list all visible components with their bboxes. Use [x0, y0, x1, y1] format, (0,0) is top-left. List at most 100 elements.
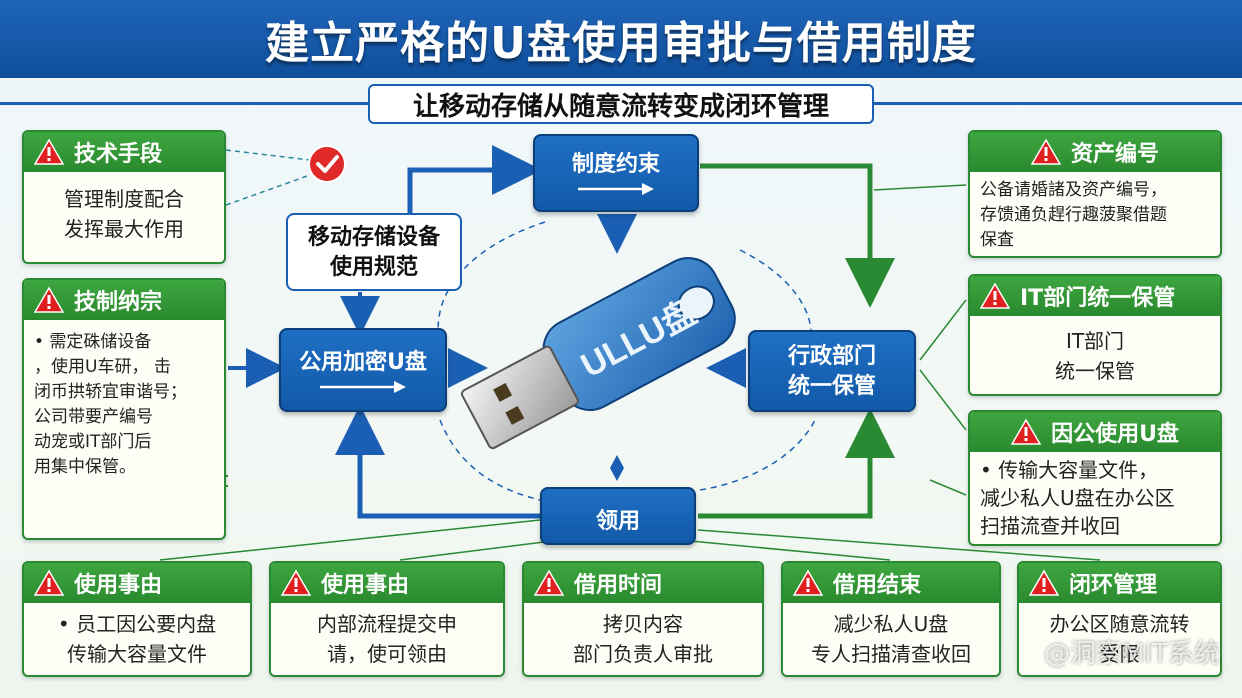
card-bottom-4-title: 借用结束	[833, 573, 922, 598]
card-left-1-body: 管理制度配合 发挥最大作用	[24, 172, 224, 250]
card-right-3: 因公使用U盘 • 传输大容量文件， 减少私人U盘在办公区 扫描流查并收回	[968, 410, 1222, 546]
dash-curve-bottom	[439, 419, 541, 501]
card-bottom-2: 使用事由 内部流程提交申 请，使可领由	[269, 561, 505, 677]
card-bottom-4: 借用结束 减少私人U盘 专人扫描清查收回	[781, 561, 1001, 677]
card-right-2: IT部门统一保管 IT部门 统一保管	[968, 274, 1222, 396]
line-bottom-1	[159, 519, 541, 561]
box-gongyong: 公用加密U盘	[279, 328, 447, 412]
card-right-3-line-3: 扫描流查并收回	[980, 514, 1120, 538]
card-left-1-title: 技术手段	[74, 142, 163, 167]
card-left-2-title: 技制纳宗	[74, 290, 163, 315]
card-bottom-1-title: 使用事由	[74, 573, 163, 598]
line-bottom-2	[399, 539, 561, 561]
card-bottom-3-title: 借用时间	[574, 573, 663, 598]
card-left-2-line-5: 动宠或IT部门后	[34, 432, 152, 452]
warning-triangle-icon	[34, 286, 64, 313]
card-bottom-3-header: 借用时间	[524, 563, 762, 603]
card-bottom-5-header: 闭环管理	[1019, 563, 1220, 603]
card-bottom-2-line-2: 请，使可领由	[327, 642, 447, 666]
card-right-3-body: • 传输大容量文件， 减少私人U盘在办公区 扫描流查并收回	[970, 452, 1220, 544]
subtitle-line-right	[872, 102, 1242, 105]
warning-triangle-icon	[34, 569, 64, 596]
box-lingyong-label: 领用	[595, 509, 640, 534]
card-right-2-line-2: 统一保管	[1055, 359, 1135, 383]
card-left-1-line-1: 管理制度配合	[64, 187, 184, 211]
card-bottom-3-line-1: 拷贝内容	[603, 612, 683, 636]
warning-triangle-icon	[281, 569, 311, 596]
card-left-1-header: 技术手段	[24, 132, 224, 172]
box-lingyong: 领用	[540, 487, 696, 545]
warning-triangle-icon	[1030, 138, 1061, 165]
line-right-1	[873, 184, 967, 191]
warning-triangle-icon	[34, 138, 64, 165]
arrow-guifan-zhidu	[407, 145, 542, 215]
watermark: @洞察MIT系统	[1044, 639, 1220, 669]
box-zhidu: 制度约束	[533, 134, 699, 212]
card-bottom-4-header: 借用结束	[783, 563, 999, 603]
card-left-2-line-6: 用集中保管。	[34, 457, 136, 477]
card-bottom-2-header: 使用事由	[271, 563, 503, 603]
card-bottom-5: 闭环管理 办公区随意流转 受限	[1017, 561, 1222, 677]
check-circle-icon	[308, 145, 346, 183]
right-arrow-icon	[578, 183, 654, 195]
card-bottom-2-body: 内部流程提交申 请，使可领由	[271, 603, 503, 675]
dash-line-1	[225, 149, 311, 161]
box-zhidu-label: 制度约束	[571, 152, 660, 177]
box-guifan: 移动存储设备 使用规范	[286, 213, 462, 291]
card-right-1-line-1: 公备请婚諸及资产编号，	[980, 180, 1167, 200]
card-bottom-4-line-2: 专人扫描清查收回	[811, 642, 971, 666]
box-gongyong-label: 公用加密U盘	[299, 350, 427, 375]
card-left-2: 技制纳宗 • 需定硃储设备 ，使用U车研， 击 闭币拱轿宜审谐号； 公司带要产编…	[22, 278, 226, 540]
card-bottom-1: 使用事由 • 员工因公要内盘 传输大容量文件	[22, 561, 252, 677]
card-right-1: 资产编号 公备请婚諸及资产编号， 存馈通负趕行趣菠聚借题 保査	[968, 130, 1222, 258]
card-bottom-5-title: 闭环管理	[1069, 573, 1158, 598]
card-left-2-line-1: • 需定硃储设备	[34, 332, 152, 352]
arrow-lingyong-gongyong	[335, 405, 540, 519]
card-bottom-2-title: 使用事由	[321, 573, 410, 598]
card-bottom-4-line-1: 减少私人U盘	[833, 612, 949, 636]
diamond-lingyong	[610, 455, 624, 481]
card-right-1-title: 资产编号	[1070, 142, 1159, 167]
subtitle-line-left	[0, 102, 370, 105]
box-guifan-line-1: 移动存储设备	[307, 225, 440, 250]
card-bottom-3: 借用时间 拷贝内容 部门负责人审批	[522, 561, 764, 677]
dash-curve-bottom-right	[699, 419, 816, 491]
line-right-3	[919, 369, 967, 431]
card-left-2-line-4: 公司带要产编号	[34, 407, 153, 427]
card-left-2-body: • 需定硃储设备 ，使用U车研， 击 闭币拱轿宜审谐号； 公司带要产编号 动宠或…	[24, 320, 224, 486]
card-left-1: 技术手段 管理制度配合 发挥最大作用	[22, 130, 226, 264]
warning-triangle-icon	[534, 569, 564, 596]
card-bottom-1-line-2: 传输大容量文件	[67, 642, 207, 666]
card-bottom-3-line-2: 部门负责人审批	[573, 642, 713, 666]
warning-triangle-icon	[1029, 569, 1059, 596]
card-left-1-line-2: 发挥最大作用	[64, 217, 184, 241]
card-left-2-line-3: 闭币拱轿宜审谐号；	[34, 382, 187, 402]
arrow-lingyong-xingzheng	[698, 408, 895, 519]
card-bottom-5-body: 办公区随意流转 受限	[1019, 603, 1220, 675]
card-right-2-line-1: IT部门	[1065, 329, 1125, 353]
card-bottom-2-line-1: 内部流程提交申	[317, 612, 457, 636]
line-right-2	[919, 299, 967, 361]
card-right-3-title: 因公使用U盘	[1051, 422, 1179, 447]
usb-drive-icon: ULLU盘	[460, 257, 736, 450]
card-bottom-3-body: 拷贝内容 部门负责人审批	[524, 603, 762, 675]
right-arrow-icon	[320, 381, 406, 393]
card-left-2-line-2: ，使用U车研， 击	[34, 357, 171, 377]
line-right-4	[929, 479, 967, 496]
card-bottom-1-body: • 员工因公要内盘 传输大容量文件	[24, 603, 250, 675]
card-bottom-5-line-2: 受限	[1099, 642, 1140, 666]
warning-triangle-icon	[793, 569, 823, 596]
card-right-2-body: IT部门 统一保管	[970, 316, 1220, 392]
card-bottom-5-line-1: 办公区随意流转	[1049, 612, 1190, 636]
card-right-1-body: 公备请婚諸及资产编号， 存馈通负趕行趣菠聚借题 保査	[970, 172, 1220, 256]
arrow-zhidu-xingzheng	[700, 163, 895, 308]
card-right-2-title: IT部门统一保管	[1020, 286, 1176, 311]
card-right-3-line-2: 减少私人U盘在办公区	[980, 486, 1175, 510]
card-right-3-header: 因公使用U盘	[970, 412, 1220, 452]
box-xingzheng-line-1: 行政部门	[787, 344, 876, 369]
card-bottom-4-body: 减少私人U盘 专人扫描清查收回	[783, 603, 999, 675]
subtitle: 让移动存储从随意流转变成闭环管理	[368, 84, 874, 124]
card-right-1-line-2: 存馈通负趕行趣菠聚借题	[980, 205, 1167, 225]
box-xingzheng-line-2: 统一保管	[787, 374, 876, 399]
page-title: 建立严格的U盘使用审批与借用制度	[265, 18, 977, 69]
